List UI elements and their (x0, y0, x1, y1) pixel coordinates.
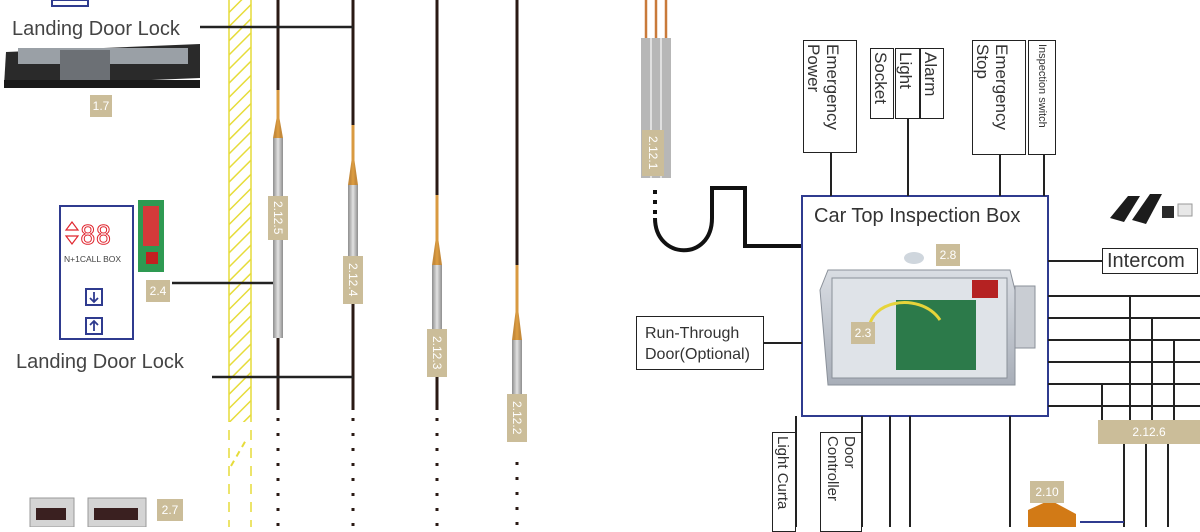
hall-button-panels (29, 497, 147, 527)
intercom-box: Intercom (1102, 248, 1198, 274)
light-label: Light (896, 52, 915, 89)
tag-2-10: 2.10 (1030, 481, 1064, 503)
emergency-power-label: Emergency Power (804, 44, 842, 130)
emergency-stop-label: Emergency Stop (973, 44, 1011, 130)
run-through-box: Run-Through Door(Optional) (636, 316, 764, 370)
landing-door-lock-top-label: Landing Door Lock (12, 18, 180, 40)
tag-1-7: 1.7 (90, 95, 112, 117)
run-through-label: Run-Through (645, 325, 740, 342)
tag-2-12-2: 2.12.2 (507, 394, 527, 442)
intercom-device (1110, 194, 1193, 224)
tag-2-12-1: 2.12.1 (642, 130, 664, 176)
tag-2-12-3: 2.12.3 (427, 329, 447, 377)
trunk-wires (276, 0, 519, 410)
socket-label: Socket (871, 52, 890, 104)
run-through-label-2: Door(Optional) (645, 346, 750, 363)
orange-device (1028, 500, 1076, 527)
intercom-label: Intercom (1107, 250, 1185, 272)
tag-2-12-6: 2.12.6 (1098, 420, 1200, 444)
call-box-panel: 88 (59, 200, 164, 340)
car-top-box-title: Car Top Inspection Box (814, 205, 1021, 227)
tag-2-7: 2.7 (157, 499, 183, 521)
cable-loop (653, 186, 802, 253)
alarm-label: Alarm (921, 52, 940, 97)
socket-box: Socket (870, 48, 894, 119)
emergency-stop-box: Emergency Stop (972, 40, 1026, 155)
door-controller-box: Door Controller (820, 432, 862, 532)
svg-text:88: 88 (80, 221, 111, 251)
tag-2-8: 2.8 (936, 244, 960, 266)
tag-2-4: 2.4 (146, 280, 170, 302)
light-curtain-label: Light Curta (774, 436, 791, 510)
landing-door-lock-bottom-label: Landing Door Lock (16, 351, 184, 373)
door-controller-label: Door Controller (824, 436, 858, 502)
light-box: Light (895, 48, 920, 119)
inspection-switch-label: Inspection switch (1036, 44, 1048, 128)
tag-2-12-4: 2.12.4 (343, 256, 363, 304)
shaft-hatch (228, 0, 252, 527)
trunk-dots (276, 418, 519, 527)
call-box-label: N+1CALL BOX (64, 254, 122, 264)
landing-door-lock-device (4, 0, 200, 88)
light-curtain-box: Light Curta (772, 432, 796, 532)
tag-2-3: 2.3 (851, 322, 875, 344)
inspection-switch-box: Inspection switch (1028, 40, 1056, 155)
tag-2-12-5: 2.12.5 (268, 196, 288, 240)
alarm-box: Alarm (920, 48, 944, 119)
car-top-box-frame (801, 195, 1049, 417)
travel-cables (273, 0, 671, 440)
emergency-power-box: Emergency Power (803, 40, 857, 153)
branch-wires (172, 25, 353, 379)
car-top-wires (764, 119, 1200, 527)
